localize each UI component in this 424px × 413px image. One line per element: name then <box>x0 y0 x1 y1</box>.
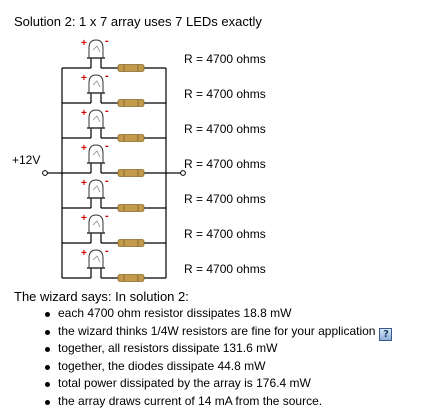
led-body <box>88 74 104 94</box>
terminal-left <box>42 170 48 176</box>
plus-sign: + <box>81 213 87 224</box>
led-resistor-row: +- <box>62 175 166 212</box>
minus-sign: - <box>105 70 109 82</box>
resistor-body <box>117 169 145 177</box>
help-icon[interactable]: ? <box>379 327 393 341</box>
led-icon: +- <box>81 245 109 278</box>
led-body <box>88 214 104 234</box>
led-icon: +- <box>81 210 109 243</box>
minus-sign: - <box>105 105 109 117</box>
resistor-label: R = 4700 ohms <box>184 227 266 241</box>
resistor-label: R = 4700 ohms <box>184 192 266 206</box>
resistor-label: R = 4700 ohms <box>184 262 266 276</box>
resistor-body <box>117 99 145 107</box>
list-item: together, all resistors dissipate 131.6 … <box>0 340 392 358</box>
list-item: together, the diodes dissipate 44.8 mW <box>0 358 392 376</box>
resistor-icon <box>117 274 145 282</box>
led-resistor-row: +- <box>62 105 166 142</box>
led-die <box>92 115 101 123</box>
resistor-body <box>117 64 145 72</box>
plus-sign: + <box>81 178 87 189</box>
led-icon: +- <box>81 105 109 138</box>
led-die <box>92 185 101 193</box>
led-icon: +- <box>81 175 109 208</box>
led-die <box>92 150 101 158</box>
plus-sign: + <box>81 108 87 119</box>
resistor-icon <box>117 64 145 72</box>
minus-sign: - <box>105 140 109 152</box>
bullet-icon <box>45 329 50 335</box>
led-icon: +- <box>81 140 109 173</box>
page-title: Solution 2: 1 x 7 array uses 7 LEDs exac… <box>14 14 262 29</box>
plus-sign: + <box>81 73 87 84</box>
led-resistor-row: +- <box>62 210 166 247</box>
led-body <box>88 249 104 269</box>
list-item: total power dissipated by the array is 1… <box>0 375 392 393</box>
resistor-label: R = 4700 ohms <box>184 122 266 136</box>
resistor-icon <box>117 239 145 247</box>
resistor-body <box>117 239 145 247</box>
led-die <box>92 45 101 53</box>
resistor-body <box>117 134 145 142</box>
led-resistor-row: +- <box>62 245 166 282</box>
plus-sign: + <box>81 38 87 49</box>
led-body <box>88 144 104 164</box>
minus-sign: - <box>105 175 109 187</box>
minus-sign: - <box>105 210 109 222</box>
led-die <box>92 80 101 88</box>
resistor-icon <box>117 134 145 142</box>
results-list: each 4700 ohm resistor dissipates 18.8 m… <box>0 305 393 411</box>
bullet-icon <box>45 382 50 388</box>
list-item: each 4700 ohm resistor dissipates 18.8 m… <box>0 305 392 323</box>
led-array-schematic: +-+-+-+-+-+-+- <box>42 35 186 282</box>
plus-sign: + <box>81 143 87 154</box>
bullet-icon <box>45 312 50 317</box>
resistor-body <box>117 204 145 212</box>
list-item: the array draws current of 14 mA from th… <box>0 393 392 411</box>
resistor-icon <box>117 204 145 212</box>
led-body <box>88 179 104 199</box>
bullet-icon <box>45 399 50 405</box>
led-body <box>88 109 104 129</box>
plus-sign: + <box>81 248 87 259</box>
resistor-label: R = 4700 ohms <box>184 157 266 171</box>
led-resistor-row: +- <box>62 140 166 177</box>
bullet-icon <box>45 364 50 370</box>
led-resistor-row: +- <box>62 35 166 72</box>
list-item: the wizard thinks 1/4W resistors are fin… <box>0 323 393 341</box>
resistor-icon <box>117 99 145 107</box>
wizard-intro: The wizard says: In solution 2: <box>14 289 189 304</box>
led-icon: +- <box>81 35 109 68</box>
bullet-icon <box>45 347 50 353</box>
led-icon: +- <box>81 70 109 103</box>
led-resistor-row: +- <box>62 70 166 107</box>
resistor-label: R = 4700 ohms <box>184 52 266 66</box>
led-die <box>92 220 101 228</box>
resistor-body <box>117 274 145 282</box>
led-die <box>92 255 101 263</box>
minus-sign: - <box>105 35 109 47</box>
minus-sign: - <box>105 245 109 257</box>
terminal-right <box>180 170 186 176</box>
supply-voltage-label: +12V <box>12 153 41 167</box>
resistor-icon <box>117 169 145 177</box>
resistor-label: R = 4700 ohms <box>184 87 266 101</box>
led-body <box>88 39 104 59</box>
